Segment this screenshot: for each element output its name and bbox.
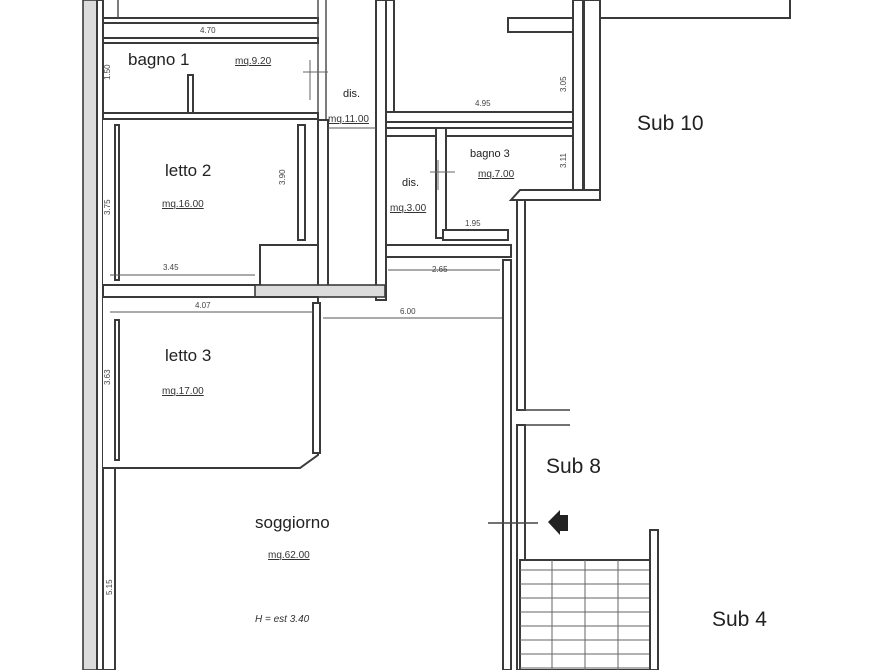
- corridor-bottom-dim: 2.65: [432, 265, 448, 274]
- entrance-arrow-icon: [548, 510, 560, 535]
- sub8-label: Sub 8: [546, 455, 601, 478]
- bagno3-left-wall: [435, 127, 447, 239]
- bagno3-label: bagno 3: [470, 148, 510, 160]
- corridor-top-dim: 4.95: [475, 99, 491, 108]
- letto2-walls: [103, 118, 319, 286]
- dis1-area: mq.11.00: [328, 114, 369, 125]
- left-letto2-dim: 3.75: [103, 199, 112, 215]
- dis2-area: mq.3.00: [390, 203, 427, 214]
- corridor-wall: [375, 0, 387, 301]
- bagno1-top-wall: [102, 37, 319, 44]
- bagno3-dim-w: 1.95: [465, 219, 481, 228]
- bagno3-top-wall-2: [385, 127, 585, 137]
- sub4-label: Sub 4: [712, 608, 767, 631]
- soggiorno-label: soggiorno: [255, 513, 330, 532]
- soggiorno-top-dim-label: 6.00: [400, 307, 416, 316]
- stair-steps: [520, 569, 650, 669]
- corridor-left-wall: [317, 119, 329, 296]
- stair-right-wall: [649, 529, 659, 670]
- left-letto3-dim: 3.63: [103, 369, 112, 385]
- letto3-dim-w: 4.07: [195, 301, 211, 310]
- bagno3-bottom-wall: [442, 229, 509, 241]
- outer-left-wall: [82, 0, 98, 670]
- sub10-label: Sub 10: [637, 112, 704, 135]
- letto3-walls: [103, 296, 319, 469]
- soggiorno-height: H = est 3.40: [255, 614, 310, 625]
- letto3-label: letto 3: [165, 346, 211, 365]
- bagno1-area: mq.9.20: [235, 56, 272, 67]
- letto3-area: mq.17.00: [162, 386, 204, 397]
- letto2-label: letto 2: [165, 161, 211, 180]
- top-wall: [102, 17, 319, 24]
- entrance-door-icon: [560, 515, 568, 531]
- sub10-left-column: [572, 0, 584, 201]
- left-bagno-dim: 1.50: [103, 64, 112, 80]
- bagno3-top-wall: [385, 111, 585, 123]
- right-vertical-dim: 3.05: [559, 76, 568, 92]
- sub10-top-wall: [508, 0, 791, 19]
- sub8-lower-wall: [516, 424, 526, 670]
- dis1-label: dis.: [343, 88, 360, 100]
- letto2-area: mq.16.00: [162, 199, 204, 210]
- letto2-right-wall: [297, 124, 306, 241]
- corridor-bottom-wall: [254, 284, 386, 298]
- soggiorno-right-wall: [502, 259, 512, 670]
- bagno1-label: bagno 1: [128, 50, 189, 69]
- letto2-left-inner: [114, 124, 120, 281]
- letto3-right-wall: [312, 302, 321, 454]
- sub8-left-wall: [516, 199, 526, 411]
- dis2-bottom-wall: [385, 244, 512, 258]
- bagno3-area: mq.7.00: [478, 169, 515, 180]
- letto2-dim-w: 3.45: [163, 263, 179, 272]
- dis2-label: dis.: [402, 177, 419, 189]
- soggiorno-area: mq.62.00: [268, 550, 310, 561]
- right-corridor-wall: [385, 0, 395, 113]
- bagno1-partition: [187, 74, 194, 114]
- bagno3-dim-h: 3.11: [559, 152, 568, 168]
- soggiorno-dim-side: 5.15: [105, 579, 114, 595]
- sub10-step: [508, 189, 601, 201]
- letto3-left-inner: [114, 319, 120, 461]
- letto2-dim-h: 3.90: [278, 169, 287, 185]
- sub10-left-column-2: [583, 0, 601, 201]
- soggiorno-left-wall: [102, 467, 116, 670]
- bagno1-dim: 4.70: [200, 26, 216, 35]
